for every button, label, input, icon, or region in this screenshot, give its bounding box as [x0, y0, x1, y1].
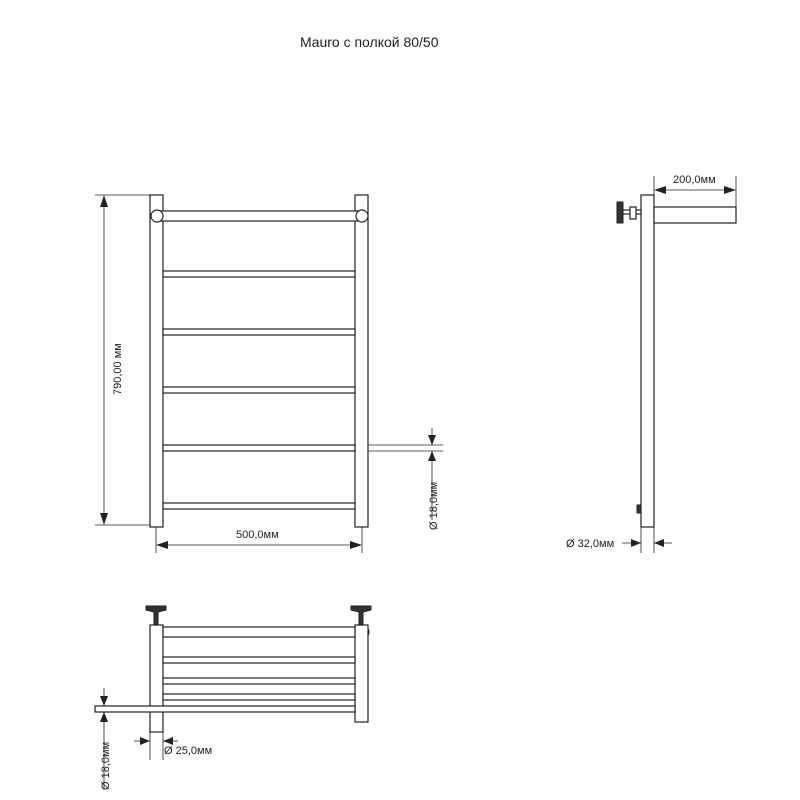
height-dimension: 790,00 мм — [95, 194, 150, 526]
shelf-depth-dimension: 200,0мм — [653, 174, 737, 207]
left-post-top — [149, 624, 164, 733]
shelf-rail-3 — [162, 693, 356, 701]
width-label: 500,0мм — [236, 529, 279, 541]
shelf-tube-diameter-dimension: Ø 25,0мм — [134, 732, 212, 760]
right-mount — [350, 605, 372, 625]
right-post-top — [354, 624, 369, 723]
shelf-tube — [162, 626, 356, 638]
wall-plate — [616, 201, 624, 224]
side-diameter-label: Ø 32,0мм — [566, 538, 614, 550]
height-label: 790,00 мм — [112, 343, 124, 395]
rung-diameter-label: Ø 18,0мм — [428, 482, 440, 530]
right-post — [354, 194, 369, 528]
rung-diameter-dimension: Ø 18,0мм — [368, 428, 443, 530]
shelf-rail-4 — [94, 705, 356, 713]
side-view — [616, 194, 737, 528]
rung-5 — [162, 502, 356, 510]
rung-3 — [162, 386, 356, 394]
shelf-depth-label: 200,0мм — [673, 174, 716, 186]
top-view — [94, 605, 372, 733]
shelf-rail-2 — [162, 677, 356, 685]
right-cap — [355, 209, 369, 223]
rung-2 — [162, 328, 356, 336]
left-post — [149, 194, 164, 528]
bracket-clamp — [629, 206, 637, 220]
front-view — [149, 194, 369, 528]
width-dimension: 500,0мм — [155, 527, 363, 553]
valve — [636, 504, 642, 514]
shelf-rail-1 — [162, 656, 356, 664]
side-post — [640, 194, 655, 528]
drawing-title: Mauro с полкой 80/50 — [300, 34, 439, 50]
left-cap — [150, 209, 164, 223]
top-rail — [159, 210, 359, 222]
shelf-arm — [653, 206, 737, 224]
rung-1 — [162, 270, 356, 278]
rung-4 — [162, 444, 356, 452]
shelf-tube-diameter-label: Ø 25,0мм — [164, 745, 212, 757]
shelf-rail-diameter-label: Ø 18,0мм — [100, 742, 112, 790]
shelf-rail-diameter-dimension: Ø 18,0мм — [100, 688, 112, 790]
left-mount — [145, 605, 167, 625]
side-diameter-dimension: Ø 32,0мм — [566, 527, 672, 553]
